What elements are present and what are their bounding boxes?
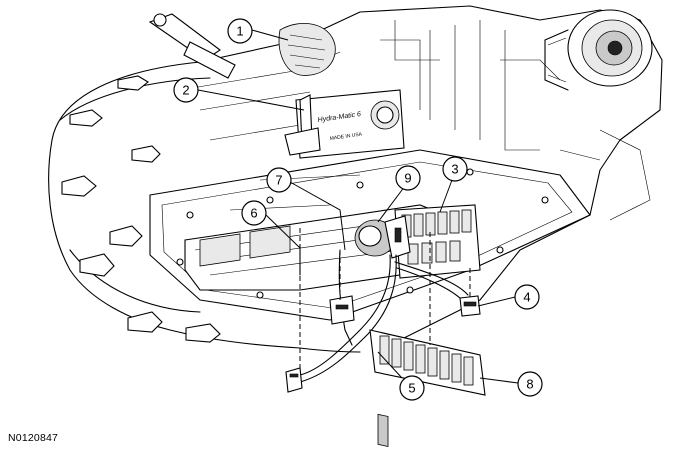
- manual-shift-shaft: [148, 13, 336, 156]
- callout-6: 6: [241, 200, 267, 226]
- connector-4: [459, 295, 481, 317]
- callout-9-label: 9: [404, 171, 411, 186]
- callout-3-label: 3: [451, 162, 458, 177]
- connector-mid: [329, 295, 355, 325]
- callout-8-label: 8: [526, 377, 533, 392]
- name-plate: Hydra-Matic 6 MADE IN USA: [295, 89, 405, 159]
- callout-6-label: 6: [250, 206, 257, 221]
- output-flange: [544, 9, 653, 91]
- callout-3: 3: [442, 156, 468, 182]
- range-sensor-connector: [354, 215, 411, 259]
- leader-lines: [197, 29, 519, 384]
- callout-2-label: 2: [182, 83, 189, 98]
- plate-origin-text: MADE IN USA: [329, 131, 363, 142]
- callout-4: 4: [514, 284, 540, 310]
- harness-end-connector: [285, 367, 303, 393]
- callout-7: 7: [266, 167, 292, 193]
- figure-code: N0120847: [8, 432, 59, 444]
- transmission-case: [48, 5, 663, 353]
- callout-7-label: 7: [275, 173, 282, 188]
- callout-5: 5: [399, 375, 425, 401]
- callout-8: 8: [517, 371, 543, 397]
- callout-9: 9: [395, 165, 421, 191]
- solenoid-pack: [369, 329, 486, 447]
- callout-4-label: 4: [523, 290, 530, 305]
- callout-1-label: 1: [236, 24, 243, 39]
- callout-1: 1: [227, 18, 253, 44]
- solenoid-block: [394, 204, 481, 279]
- alignment-dashes: [299, 228, 471, 372]
- callout-5-label: 5: [408, 381, 415, 396]
- callout-2: 2: [173, 77, 199, 103]
- bell-housing-bolts: [61, 75, 221, 343]
